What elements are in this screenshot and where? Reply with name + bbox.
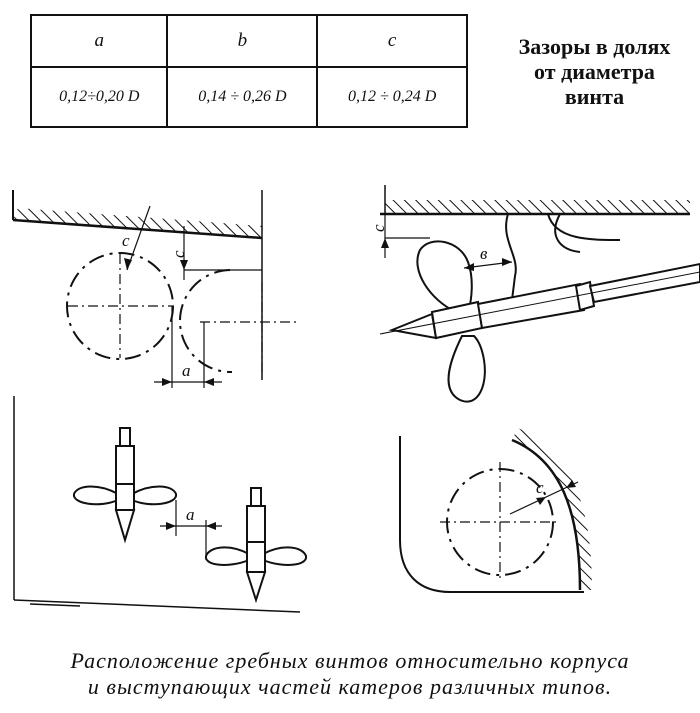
a-arrow-right <box>204 378 214 386</box>
label-c-tunnel: c <box>536 478 544 497</box>
propeller-1-blade-left <box>73 485 119 506</box>
label-c-vertical: c <box>169 250 188 258</box>
value-c: 0,12 ÷ 0,24 D <box>316 66 468 128</box>
drawing-top-right: c в <box>369 185 700 403</box>
propeller-2-blade-right <box>262 546 307 566</box>
label-b: в <box>480 244 488 263</box>
note-line-3: винта <box>564 84 625 109</box>
tunnel-hatch <box>512 428 592 590</box>
drawing-bottom-right: c <box>399 428 592 593</box>
propeller-hub <box>430 300 484 340</box>
propeller-2-blade-left <box>205 546 250 566</box>
note-line-1: Зазоры в долях <box>518 34 671 59</box>
propeller-blade-upper <box>416 240 473 313</box>
b-arrow-left <box>464 263 474 271</box>
propeller-2-hub <box>246 541 266 573</box>
hull-hatch-right <box>385 200 690 214</box>
table-header-row: a b c <box>29 14 468 68</box>
clearance-table: a b c 0,12÷0,20 D 0,14 ÷ 0,26 D 0,12 ÷ 0… <box>29 14 468 128</box>
c-arrow-tunnel-in <box>536 497 546 505</box>
a-arrow-bottom-right <box>206 522 216 530</box>
caption-line-1: Расположение гребных винтов относительно… <box>70 648 630 673</box>
a-arrow-bottom-left <box>166 522 176 530</box>
propeller-2-cone <box>245 571 267 604</box>
hull-hatch <box>13 208 262 238</box>
shaft-2-body <box>246 505 266 543</box>
propeller-1-cone <box>114 509 136 544</box>
header-c: c <box>316 14 468 68</box>
figure-caption: Расположение гребных винтов относительно… <box>0 648 700 700</box>
header-b: b <box>166 14 319 68</box>
label-a-top: a <box>182 361 191 380</box>
label-c-oblique: c <box>122 231 130 250</box>
tunnel-outline <box>399 436 584 593</box>
caption-line-2: и выступающих частей катеров различных т… <box>87 674 613 699</box>
a-arrow-left <box>162 378 172 386</box>
shaft-2-tip <box>250 487 262 507</box>
value-a: 0,12÷0,20 D <box>29 66 169 128</box>
hull-transom-line <box>13 599 301 613</box>
propeller-disc-1 <box>66 252 174 360</box>
b-arrow-right <box>502 258 512 266</box>
table-values-row: 0,12÷0,20 D 0,14 ÷ 0,26 D 0,12 ÷ 0,24 D <box>29 66 468 128</box>
bracket-strut <box>554 213 581 253</box>
propeller-1-hub <box>115 483 135 511</box>
shaft-axis <box>379 271 700 335</box>
drawing-bottom-left: a <box>13 396 307 613</box>
clearance-note: Зазоры в долях от диаметра винта <box>492 34 697 109</box>
c-arrow-right <box>381 238 389 248</box>
label-a-bottom: a <box>186 505 195 524</box>
c-arrow-tunnel-out <box>566 480 576 488</box>
shaft-1-body <box>115 445 135 485</box>
c-dim-line-oblique <box>126 205 151 271</box>
note-line-2: от диаметра <box>534 59 655 84</box>
shaft-sleeve <box>476 282 586 330</box>
label-c-right: c <box>369 224 388 232</box>
c-arrow-vertical <box>180 260 188 270</box>
shaft-bracket <box>505 213 621 301</box>
keel-line <box>29 603 81 607</box>
c-arrow-oblique <box>124 258 132 270</box>
header-a: a <box>29 14 169 68</box>
propeller-disc-2 <box>179 269 233 374</box>
drawing-top-left: c c a <box>12 190 300 388</box>
propeller-1-blade-right <box>131 485 177 506</box>
shaft-1-tip <box>119 427 131 447</box>
propeller-hub-cone <box>388 312 438 340</box>
shaft-coupling <box>574 280 596 312</box>
value-b: 0,14 ÷ 0,26 D <box>166 66 319 128</box>
propeller-blade-lower <box>447 335 486 403</box>
